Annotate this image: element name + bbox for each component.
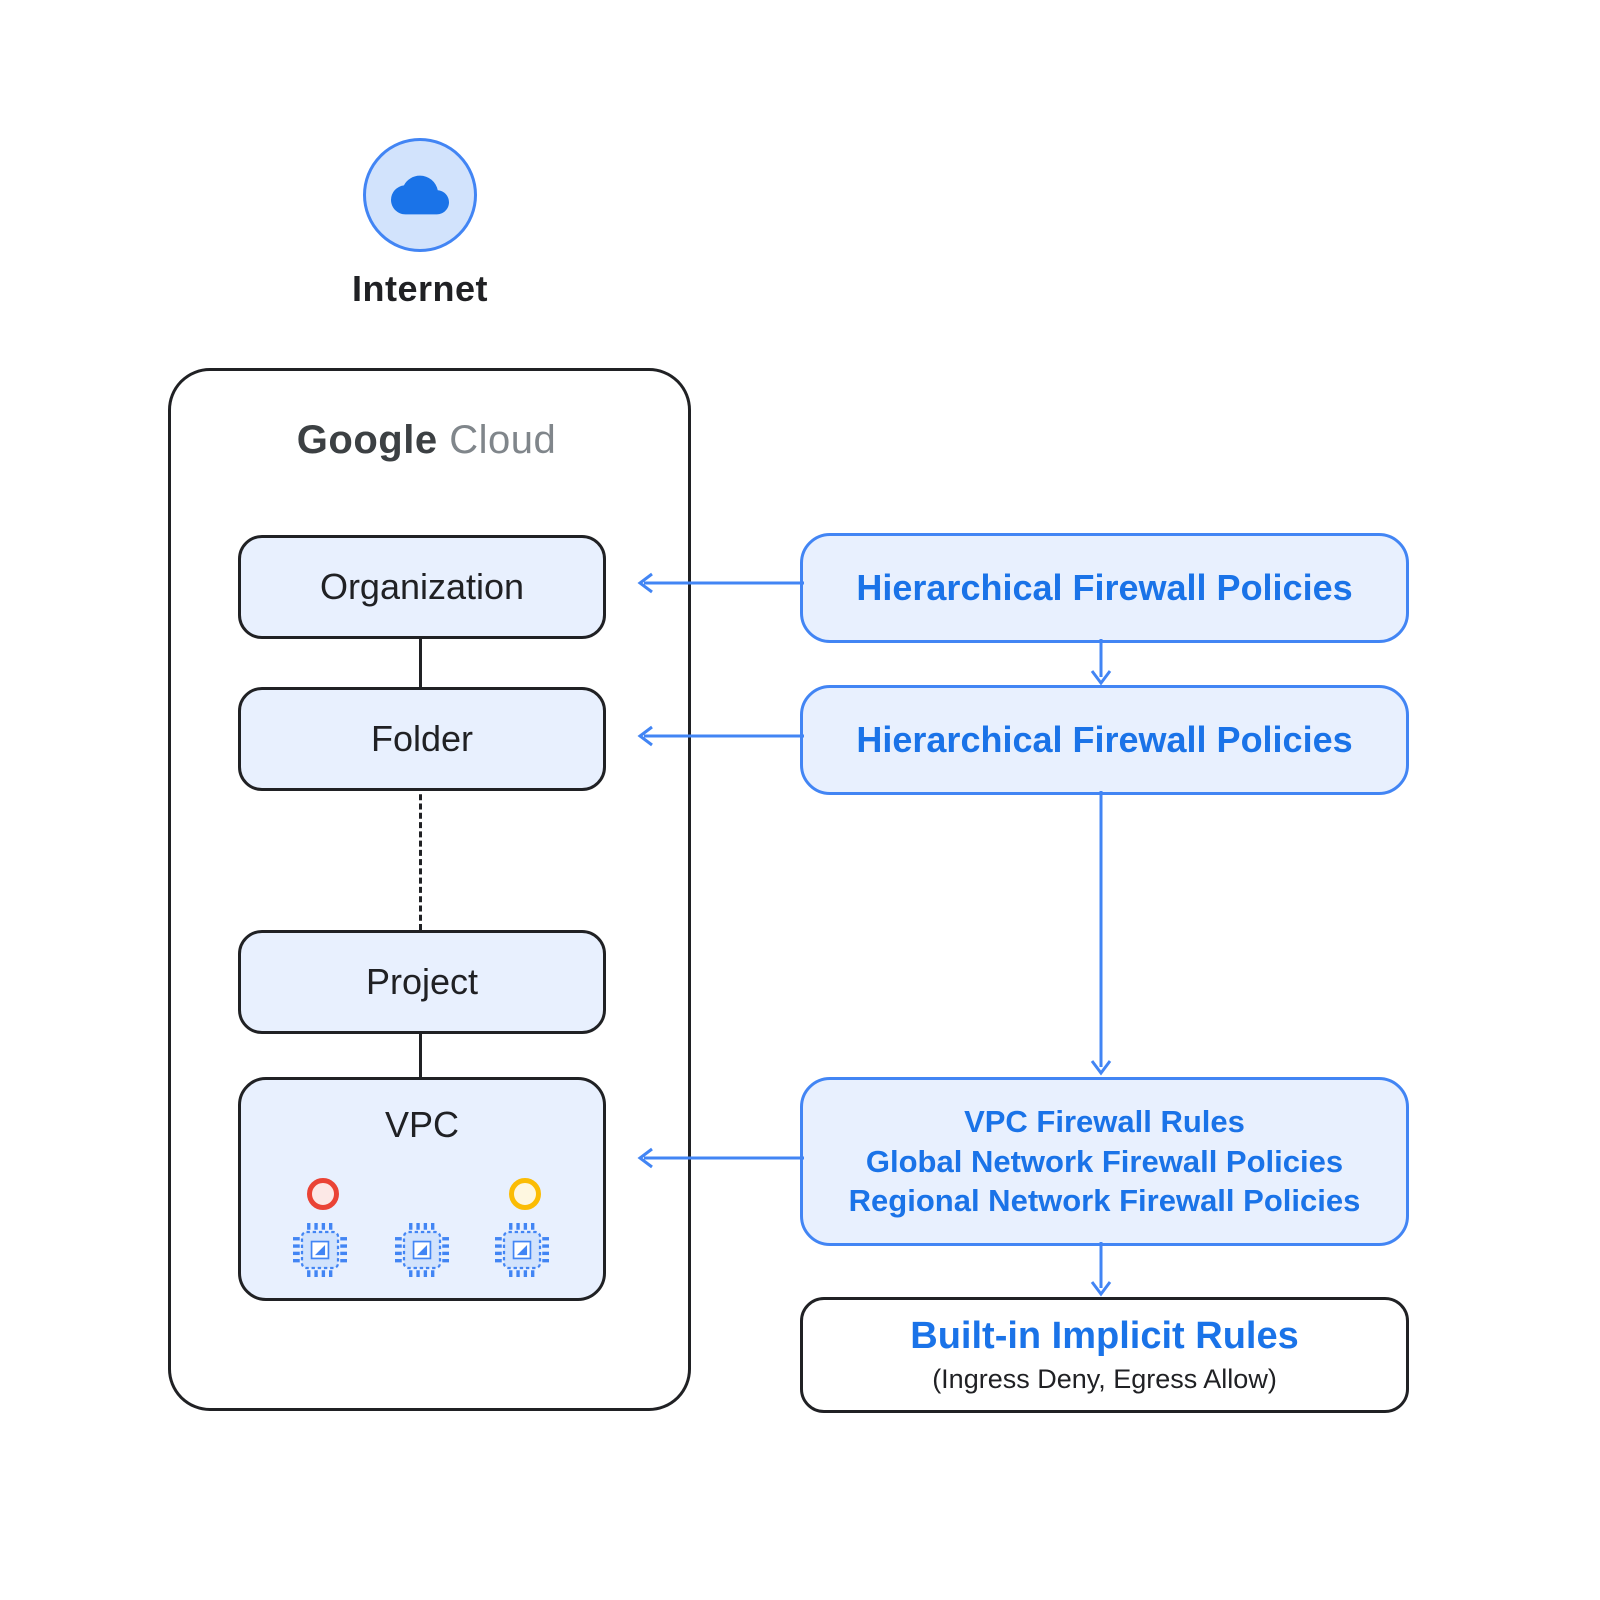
vm-chip-icon	[495, 1223, 549, 1277]
arrow-hfp2-to-vpcrules	[1090, 791, 1112, 1076]
google-cloud-logo-cloud: Cloud	[437, 418, 557, 462]
implicit-rules-box: Built-in Implicit Rules (Ingress Deny, E…	[800, 1297, 1409, 1413]
arrow-hfp1-to-organization	[637, 572, 804, 594]
hierarchical-policies-label-2: Hierarchical Firewall Policies	[856, 719, 1353, 760]
arrow-hfp2-to-folder	[637, 725, 804, 747]
cloud-icon	[391, 175, 449, 215]
vm-chip-icon	[293, 1223, 347, 1277]
internet-icon	[363, 138, 477, 252]
status-dot-yellow	[509, 1178, 541, 1210]
google-cloud-logo: Google Cloud	[168, 418, 685, 463]
hierarchical-policies-label-1: Hierarchical Firewall Policies	[856, 567, 1353, 608]
google-cloud-logo-google: Google	[296, 418, 438, 462]
implicit-rules-subtitle: (Ingress Deny, Egress Allow)	[932, 1364, 1277, 1394]
folder-node: Folder	[238, 687, 606, 791]
vpc-firewall-rules-line-3: Regional Network Firewall Policies	[848, 1183, 1361, 1219]
connector-folder-project-dashed	[419, 785, 422, 930]
organization-node: Organization	[238, 535, 606, 639]
vm-chip-icon	[395, 1223, 449, 1277]
folder-label: Folder	[370, 718, 474, 759]
project-node: Project	[238, 930, 606, 1034]
implicit-rules-title: Built-in Implicit Rules	[910, 1315, 1299, 1357]
organization-label: Organization	[319, 566, 525, 607]
vpc-firewall-rules-line-1: VPC Firewall Rules	[964, 1103, 1245, 1139]
vpc-firewall-rules-box: VPC Firewall Rules Global Network Firewa…	[800, 1077, 1409, 1246]
internet-label: Internet	[351, 268, 488, 309]
project-label: Project	[365, 961, 479, 1002]
connector-project-vpc	[419, 1028, 422, 1077]
arrow-hfp1-to-hfp2	[1090, 639, 1112, 686]
vpc-firewall-rules-line-2: Global Network Firewall Policies	[865, 1143, 1344, 1179]
status-dot-red	[307, 1178, 339, 1210]
arrow-vpcrules-to-vpc	[637, 1147, 804, 1169]
connector-organization-folder	[419, 633, 422, 687]
vpc-label: VPC	[384, 1104, 460, 1145]
vpc-node: VPC	[238, 1077, 606, 1301]
hierarchical-policies-box-1: Hierarchical Firewall Policies	[800, 533, 1409, 643]
arrow-vpcrules-to-implicit	[1090, 1242, 1112, 1297]
hierarchical-policies-box-2: Hierarchical Firewall Policies	[800, 685, 1409, 795]
